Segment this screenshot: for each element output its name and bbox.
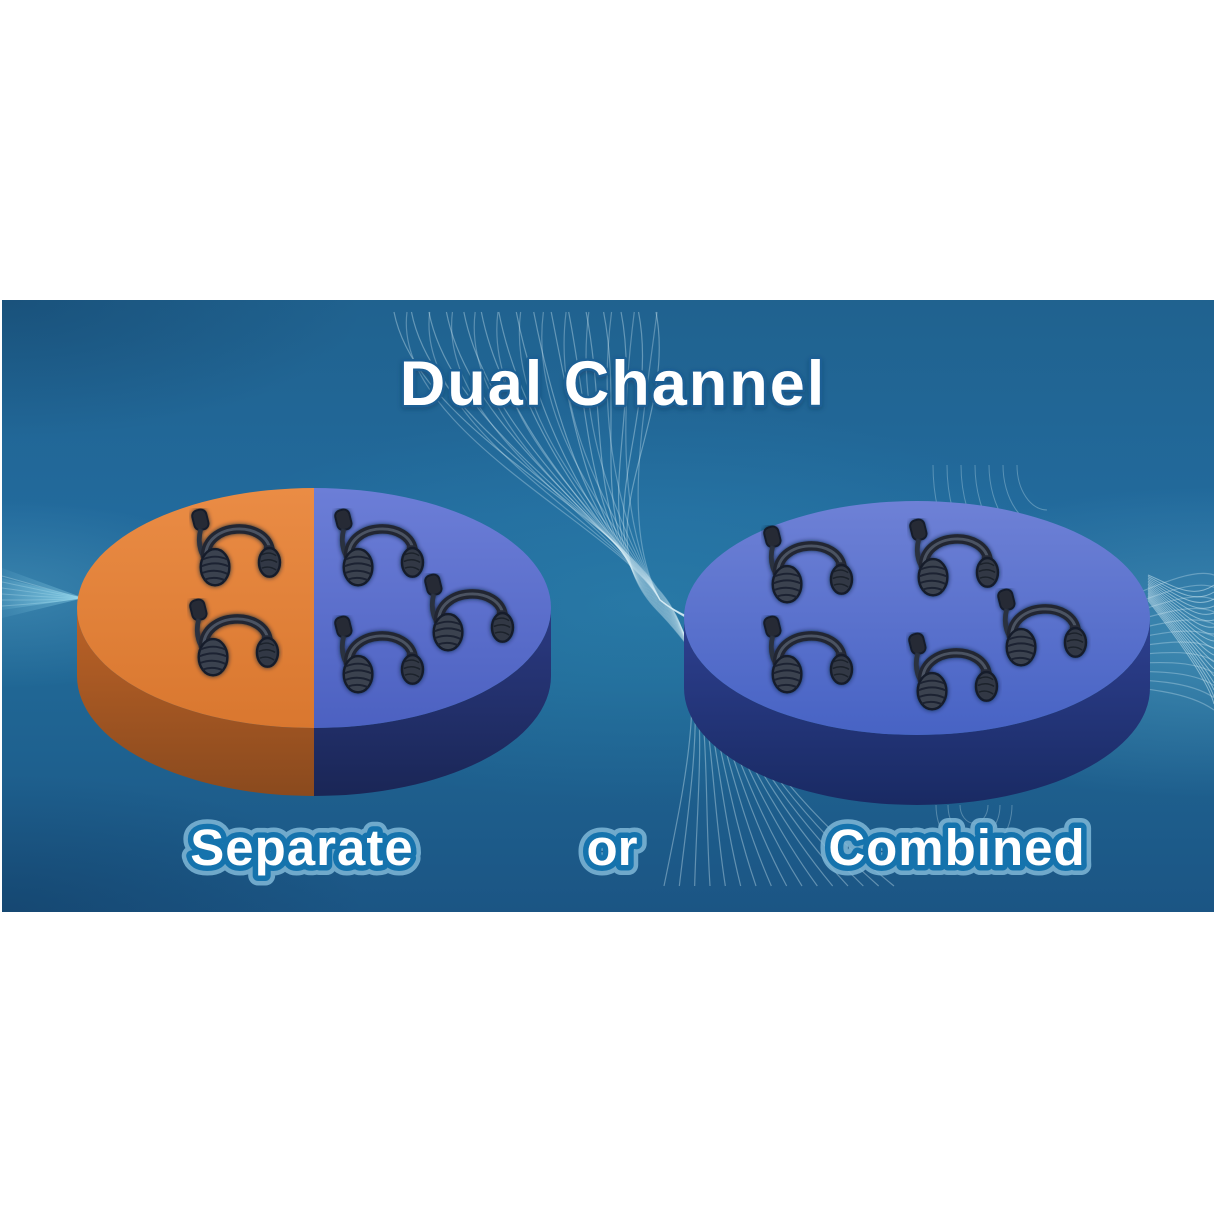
separate-disc-blue-side [314, 608, 551, 796]
dual-channel-banner: Dual Channel Separate Separate Separate … [2, 300, 1214, 912]
separate-label-halo: Separate [190, 819, 413, 876]
separate-label-stroke: Separate [190, 819, 413, 876]
option-label-or: or or or [577, 809, 648, 886]
combined-label: Combined [828, 819, 1085, 876]
left-light-beam-core [2, 578, 84, 610]
separate-label: Separate [190, 819, 413, 876]
separate-disc [77, 488, 551, 796]
or-label-stroke: or [587, 819, 638, 876]
or-label-halo: or [587, 819, 638, 876]
combined-label-halo: Combined [828, 819, 1085, 876]
combined-label-stroke: Combined [828, 819, 1085, 876]
banner-title: Dual Channel [400, 349, 827, 419]
option-label-separate: Separate Separate Separate [180, 809, 422, 886]
or-label: or [587, 819, 638, 876]
option-label-combined: Combined Combined Combined [818, 809, 1094, 886]
combined-disc-side [684, 618, 1150, 805]
separate-disc-orange-side [77, 608, 314, 796]
